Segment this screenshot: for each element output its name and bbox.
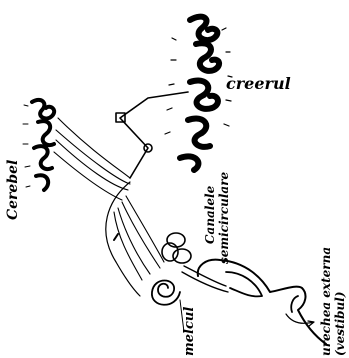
cerebrum-shape	[180, 17, 219, 170]
semicircular-canal-3	[173, 249, 191, 263]
pathway-lines	[120, 92, 188, 178]
label-vestibul: (vestibul)	[334, 292, 346, 357]
label-cerebel: Cerebel	[6, 160, 20, 220]
label-semicirculare: semicirculare	[218, 172, 230, 264]
auditory-nerve	[106, 182, 140, 296]
cochlea-spiral	[152, 281, 180, 305]
label-melcul: melcul	[183, 307, 196, 356]
cerebellum-fringe	[23, 105, 30, 187]
label-canalele: Canalele	[204, 186, 216, 244]
nerve-fibers	[54, 118, 164, 280]
stray-mark	[114, 234, 118, 240]
label-creerul: creerul	[226, 76, 291, 92]
cerebellum-shape	[32, 100, 54, 190]
external-ear-outline	[198, 260, 326, 344]
ear-canal	[182, 266, 228, 292]
external-ear-helix	[226, 272, 298, 312]
label-urechea-externa: urechea externa	[320, 247, 332, 356]
